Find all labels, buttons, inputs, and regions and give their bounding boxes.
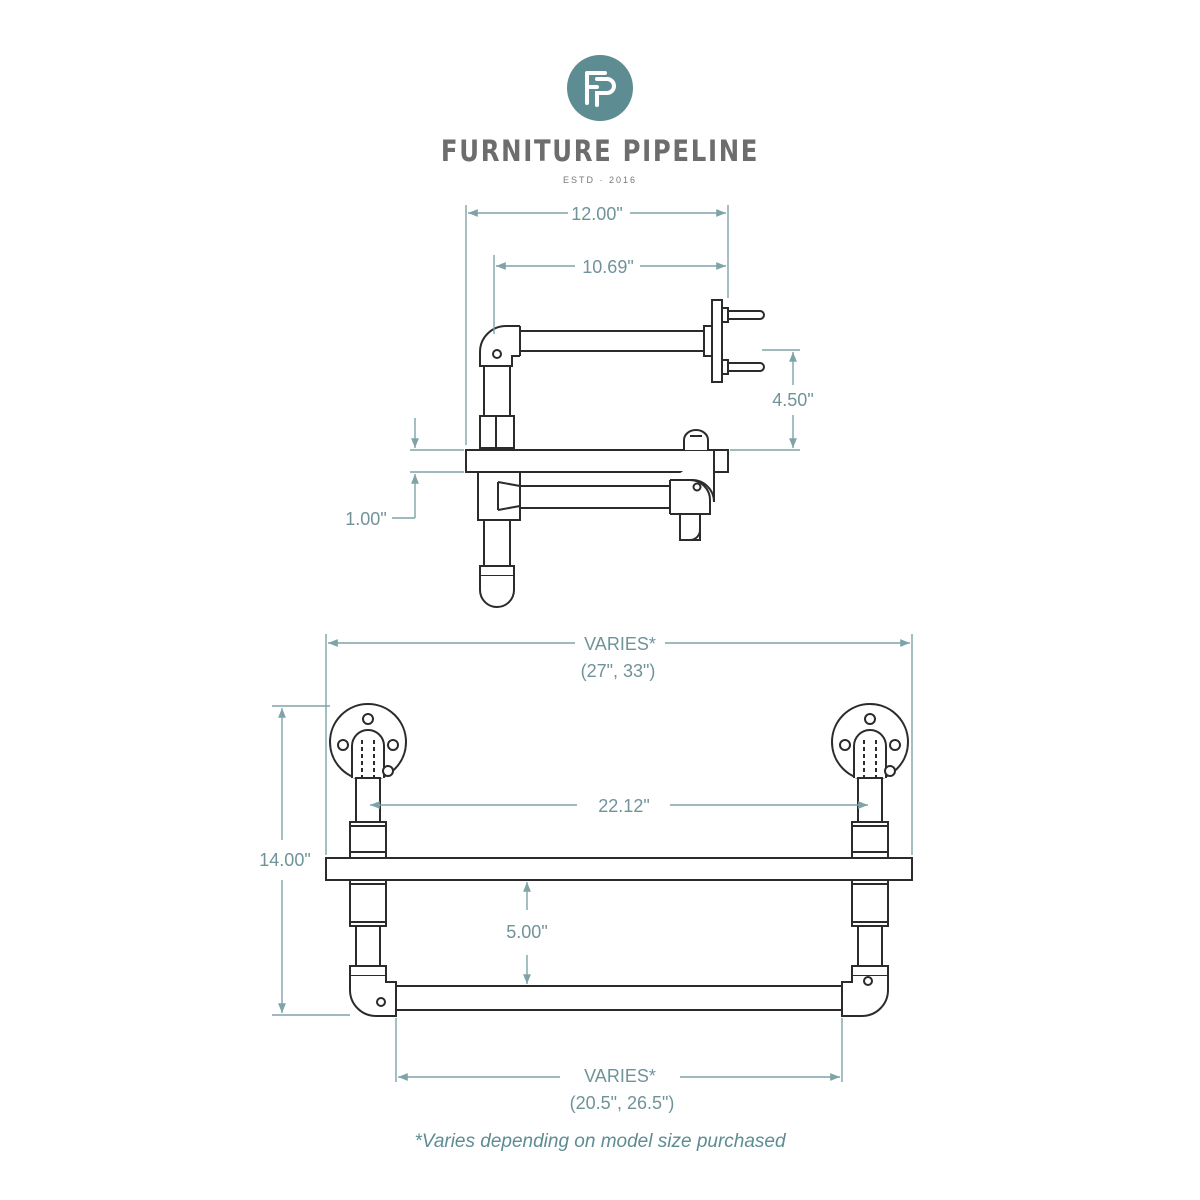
fp-monogram-icon [585, 71, 616, 107]
dim-pipe-depth: 10.69" [582, 257, 633, 277]
dim-flange-to-shelf: 4.50" [772, 390, 813, 410]
upper-pipe [519, 330, 705, 352]
right-wall-flange [831, 703, 909, 859]
towel-bar [395, 985, 843, 1011]
brand-logo [567, 55, 633, 121]
side-view-dimensions [392, 205, 800, 519]
brand-name: FURNITURE PIPELINE [440, 134, 760, 168]
elbow-fitting [479, 325, 521, 367]
footnote: *Varies depending on model size purchase… [414, 1131, 786, 1152]
dim-overall-depth: 12.00" [571, 204, 622, 224]
dim-shelf-to-bar: 5.00" [506, 922, 547, 942]
front-view [325, 703, 913, 1017]
right-tee-fitting [851, 879, 889, 927]
dim-inner-width: 22.12" [598, 796, 649, 816]
left-wall-flange [329, 703, 407, 859]
dim-bar-width-sizes: (20.5", 26.5") [570, 1093, 675, 1113]
shelf-board-side [465, 449, 729, 473]
front-view-dimensions [272, 634, 913, 1082]
dim-height: 14.00" [259, 850, 310, 870]
dim-bar-width: VARIES* [584, 1066, 656, 1086]
left-bar-elbow [349, 976, 397, 1017]
left-tee-fitting [349, 879, 387, 927]
dim-shelf-thickness: 1.00" [345, 509, 386, 529]
wall-flange [711, 299, 723, 383]
brand-established: ESTD · 2016 [562, 175, 638, 185]
dim-overall-width: VARIES* [584, 634, 656, 654]
dim-overall-width-sizes: (27", 33") [581, 661, 656, 681]
side-view [465, 299, 765, 608]
shelf-board-front [325, 857, 913, 881]
set-screw [492, 349, 502, 359]
bolt-head [683, 429, 709, 450]
lower-pipe [519, 485, 671, 509]
end-cap [479, 576, 515, 608]
